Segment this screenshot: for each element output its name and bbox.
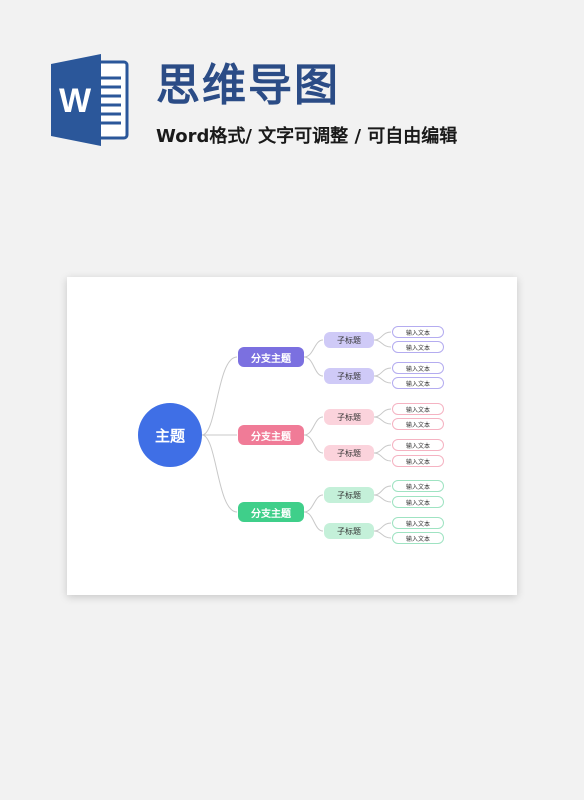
leaf-text-3-2-2[interactable]: 输入文本 <box>392 532 444 544</box>
subtopic-1-2[interactable]: 子标题 <box>324 368 374 384</box>
root-topic[interactable]: 主题 <box>138 403 202 467</box>
connector-line <box>373 494 392 503</box>
mindmap-connectors <box>201 331 392 539</box>
word-icon-letter: W <box>59 82 92 120</box>
connector-line <box>373 375 392 384</box>
connector-line <box>373 416 392 425</box>
leaf-text-3-1-2[interactable]: 输入文本 <box>392 496 444 508</box>
subtopic-1-1[interactable]: 子标题 <box>324 332 374 348</box>
leaf-text-3-1-1[interactable]: 输入文本 <box>392 480 444 492</box>
subtopic-2-2[interactable]: 子标题 <box>324 445 374 461</box>
connector-line <box>373 331 392 341</box>
connector-line <box>373 530 392 539</box>
leaf-text-2-2-2[interactable]: 输入文本 <box>392 455 444 467</box>
word-icon: W <box>51 54 129 146</box>
mindmap-card: 主题 分支主题 子标题 子标题 输入文本 输入文本 输入文本 输入文本 分支主题… <box>67 277 517 595</box>
subtopic-2-1[interactable]: 子标题 <box>324 409 374 425</box>
connector-line <box>373 485 392 496</box>
connector-line <box>303 356 324 377</box>
connector-line <box>303 434 324 454</box>
connector-line <box>303 494 324 513</box>
leaf-text-2-1-2[interactable]: 输入文本 <box>392 418 444 430</box>
subtopic-3-2[interactable]: 子标题 <box>324 523 374 539</box>
page-title: 思维导图 <box>156 60 340 111</box>
leaf-text-1-1-2[interactable]: 输入文本 <box>392 341 444 353</box>
leaf-text-3-2-1[interactable]: 输入文本 <box>392 517 444 529</box>
connector-line <box>373 408 392 418</box>
connector-line <box>373 522 392 532</box>
branch-topic-3[interactable]: 分支主题 <box>238 502 304 522</box>
connector-line <box>373 367 392 377</box>
leaf-text-2-1-1[interactable]: 输入文本 <box>392 403 444 415</box>
leaf-text-2-2-1[interactable]: 输入文本 <box>392 439 444 451</box>
leaf-text-1-1-1[interactable]: 输入文本 <box>392 326 444 338</box>
connector-line <box>373 452 392 462</box>
connector-line <box>373 444 392 454</box>
connector-line <box>303 416 324 436</box>
leaf-text-1-2-1[interactable]: 输入文本 <box>392 362 444 374</box>
branch-topic-1[interactable]: 分支主题 <box>238 347 304 367</box>
page-subtitle: Word格式/ 文字可调整 / 可自由编辑 <box>156 126 458 147</box>
branch-topic-2[interactable]: 分支主题 <box>238 425 304 445</box>
connector-line <box>303 339 324 358</box>
connector-line <box>201 434 238 513</box>
connector-line <box>201 356 238 436</box>
leaf-text-1-2-2[interactable]: 输入文本 <box>392 377 444 389</box>
connector-line <box>303 511 324 532</box>
connector-line <box>373 339 392 348</box>
subtopic-3-1[interactable]: 子标题 <box>324 487 374 503</box>
